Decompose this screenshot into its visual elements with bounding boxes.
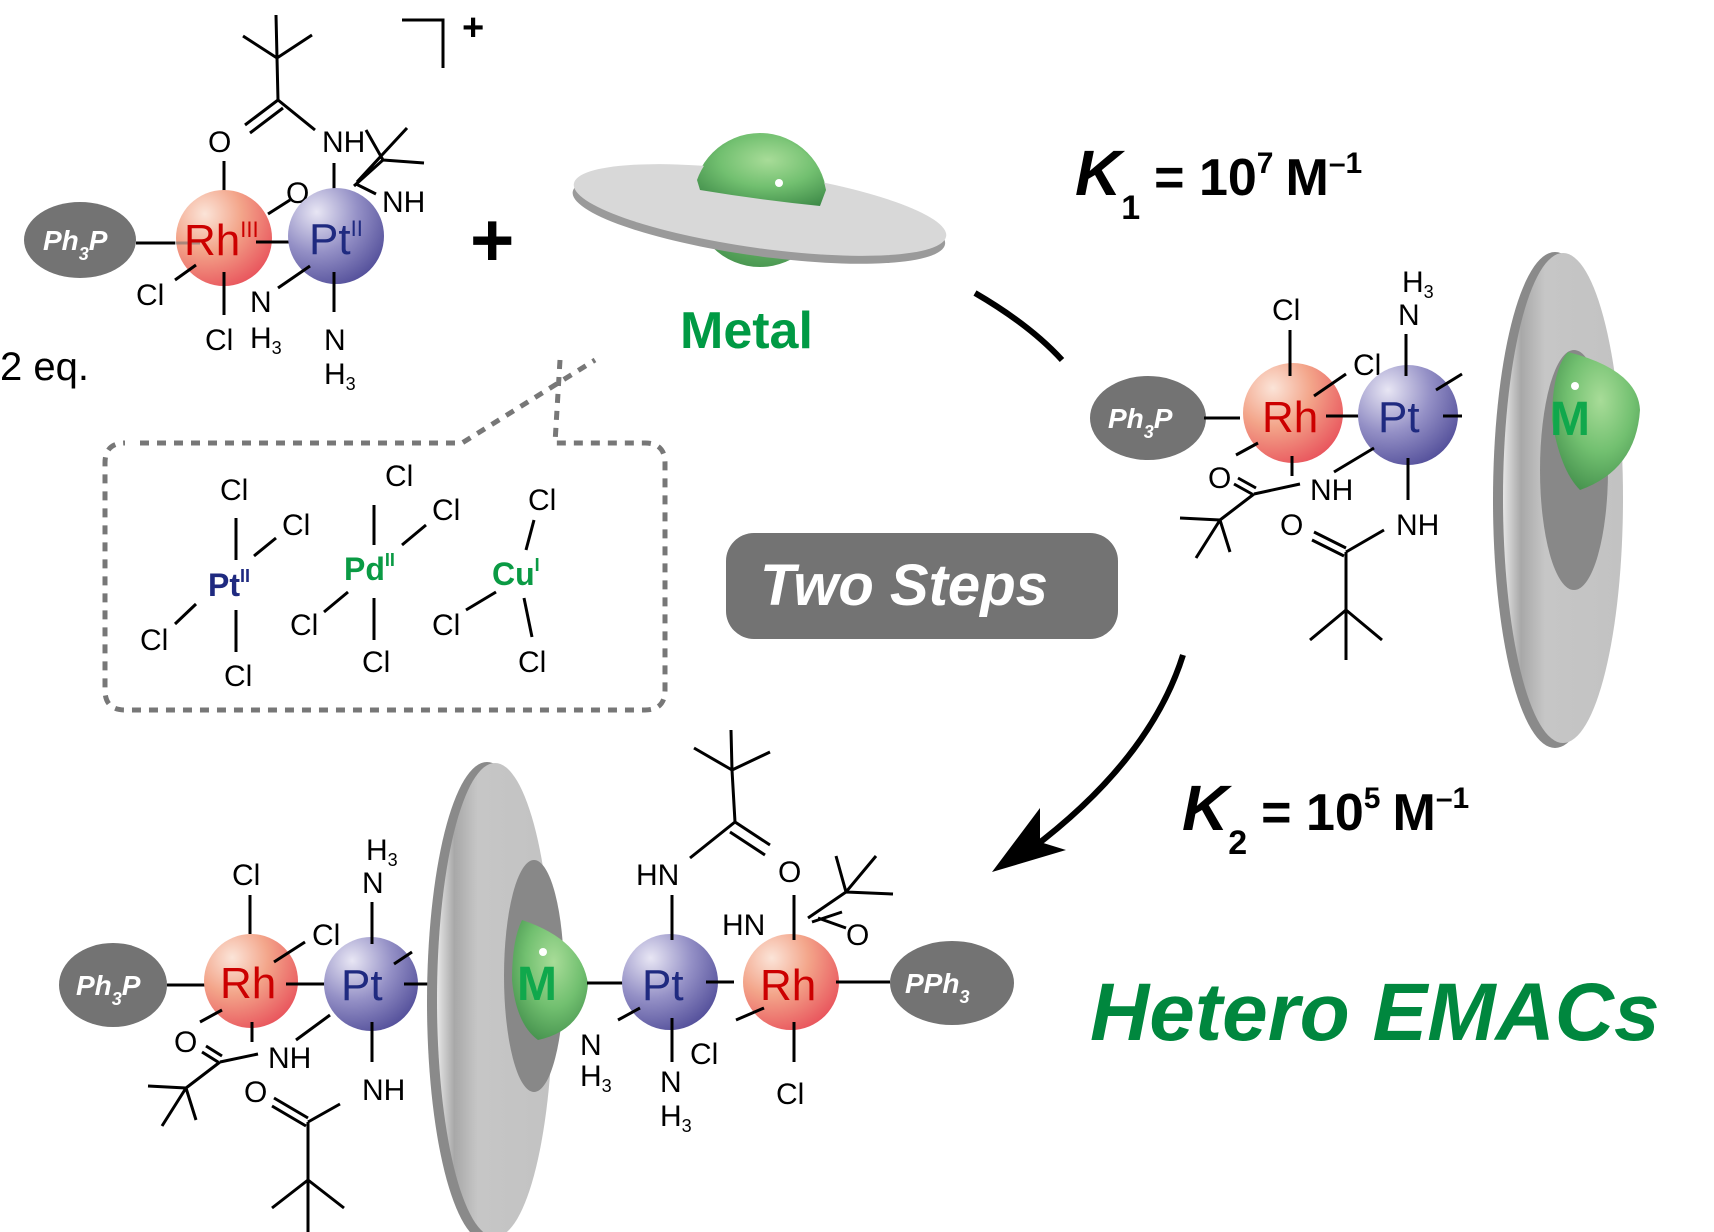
svg-text:PPh3: PPh3 bbox=[905, 968, 969, 1007]
intermediate-complex: M Ph3P Cl Cl O Rh N H3 NH NH O Pt bbox=[1090, 252, 1640, 748]
atom-o: O bbox=[208, 126, 231, 159]
svg-text:Pt: Pt bbox=[642, 961, 684, 1010]
svg-text:Cl: Cl bbox=[282, 509, 310, 542]
salt-cucl3: Cl CuI Cl Cl bbox=[432, 484, 556, 679]
metal-label: Metal bbox=[680, 302, 813, 360]
m-label: M bbox=[1550, 393, 1590, 446]
atom-cl: Cl bbox=[136, 279, 164, 312]
svg-text:O: O bbox=[1280, 509, 1303, 542]
reagent-complex: O NH NH O + Ph3P RhIII Cl Cl PtII N H3 N bbox=[0, 7, 484, 394]
svg-text:Ph3P: Ph3P bbox=[1108, 403, 1173, 442]
svg-text:Ph3P: Ph3P bbox=[76, 970, 141, 1009]
metal-ring-icon: Metal bbox=[572, 133, 947, 360]
svg-text:H3: H3 bbox=[250, 322, 282, 358]
svg-text:Rh: Rh bbox=[220, 959, 276, 1008]
hetero-emacs-title: Hetero EMACs bbox=[1090, 967, 1660, 1058]
svg-text:Cl: Cl bbox=[518, 646, 546, 679]
svg-text:H3: H3 bbox=[580, 1060, 612, 1096]
svg-text:Pt: Pt bbox=[1378, 393, 1420, 442]
svg-text:O: O bbox=[244, 1076, 267, 1109]
svg-text:HN: HN bbox=[636, 859, 679, 892]
pt-sphere bbox=[288, 188, 384, 284]
svg-text:Ph3P: Ph3P bbox=[43, 225, 108, 264]
two-steps-badge: Two Steps bbox=[726, 533, 1118, 639]
plus-sign: + bbox=[470, 198, 514, 283]
salt-pdcl4: Cl Cl PdII Cl Cl bbox=[290, 460, 460, 679]
charge-sign: + bbox=[462, 7, 484, 49]
svg-text:O: O bbox=[1208, 462, 1231, 495]
atom-nh: NH bbox=[322, 126, 365, 159]
svg-text:Cl: Cl bbox=[1272, 294, 1300, 327]
svg-text:N: N bbox=[1398, 299, 1420, 332]
arrow-step2 bbox=[992, 654, 1186, 872]
metal-salts-callout: Cl Cl PtII Cl Cl Cl Cl PdII Cl Cl Cl CuI bbox=[102, 357, 668, 713]
svg-text:HN: HN bbox=[722, 909, 765, 942]
svg-text:Two Steps: Two Steps bbox=[760, 553, 1048, 618]
svg-text:NH: NH bbox=[362, 1074, 405, 1107]
svg-text:Cl: Cl bbox=[362, 646, 390, 679]
svg-text:H3: H3 bbox=[366, 834, 398, 870]
svg-text:PtII: PtII bbox=[208, 566, 250, 603]
svg-text:Cl: Cl bbox=[432, 494, 460, 527]
svg-text:Cl: Cl bbox=[220, 474, 248, 507]
svg-text:Cl: Cl bbox=[432, 609, 460, 642]
svg-text:O: O bbox=[778, 856, 801, 889]
equivalents-label: 2 eq. bbox=[0, 345, 89, 389]
atom-n-2: N bbox=[324, 324, 346, 357]
product-complex: Ph3P Cl Cl O Rh N H3 NH NH O Pt M bbox=[59, 729, 1014, 1232]
svg-text:CuI: CuI bbox=[492, 555, 540, 592]
svg-text:O: O bbox=[846, 919, 869, 952]
svg-text:Cl: Cl bbox=[140, 624, 168, 657]
arrow-step1 bbox=[973, 290, 1065, 363]
svg-text:H3: H3 bbox=[660, 1100, 692, 1136]
charge-bracket bbox=[402, 18, 445, 68]
svg-text:Cl: Cl bbox=[776, 1078, 804, 1111]
svg-text:H3: H3 bbox=[324, 358, 356, 394]
svg-text:N: N bbox=[660, 1066, 682, 1099]
svg-text:Cl: Cl bbox=[528, 484, 556, 517]
atom-nh-2: NH bbox=[382, 186, 425, 219]
svg-text:Pt: Pt bbox=[341, 961, 383, 1010]
svg-text:Cl: Cl bbox=[232, 859, 260, 892]
svg-text:Cl: Cl bbox=[290, 609, 318, 642]
atom-n: N bbox=[250, 286, 272, 319]
svg-text:M: M bbox=[517, 958, 557, 1011]
atom-cl-2: Cl bbox=[205, 324, 233, 357]
svg-text:NH: NH bbox=[268, 1042, 311, 1075]
svg-text:Rh: Rh bbox=[1262, 393, 1318, 442]
svg-text:Cl: Cl bbox=[385, 460, 413, 493]
svg-text:N: N bbox=[580, 1029, 602, 1062]
svg-text:PdII: PdII bbox=[344, 550, 395, 587]
salt-ptcl4: Cl Cl PtII Cl Cl bbox=[140, 474, 310, 693]
svg-text:NH: NH bbox=[1396, 509, 1439, 542]
svg-text:NH: NH bbox=[1310, 474, 1353, 507]
svg-text:N: N bbox=[362, 867, 384, 900]
pph3-ligand bbox=[24, 202, 136, 278]
svg-text:H3: H3 bbox=[1402, 266, 1434, 302]
svg-text:Cl: Cl bbox=[690, 1038, 718, 1071]
svg-text:O: O bbox=[174, 1026, 197, 1059]
svg-text:Cl: Cl bbox=[312, 919, 340, 952]
svg-text:Rh: Rh bbox=[760, 961, 816, 1010]
rh-sphere bbox=[176, 190, 272, 286]
rh-label: RhIII bbox=[184, 216, 259, 265]
pt-label: PtII bbox=[309, 215, 363, 264]
svg-text:Cl: Cl bbox=[224, 660, 252, 693]
